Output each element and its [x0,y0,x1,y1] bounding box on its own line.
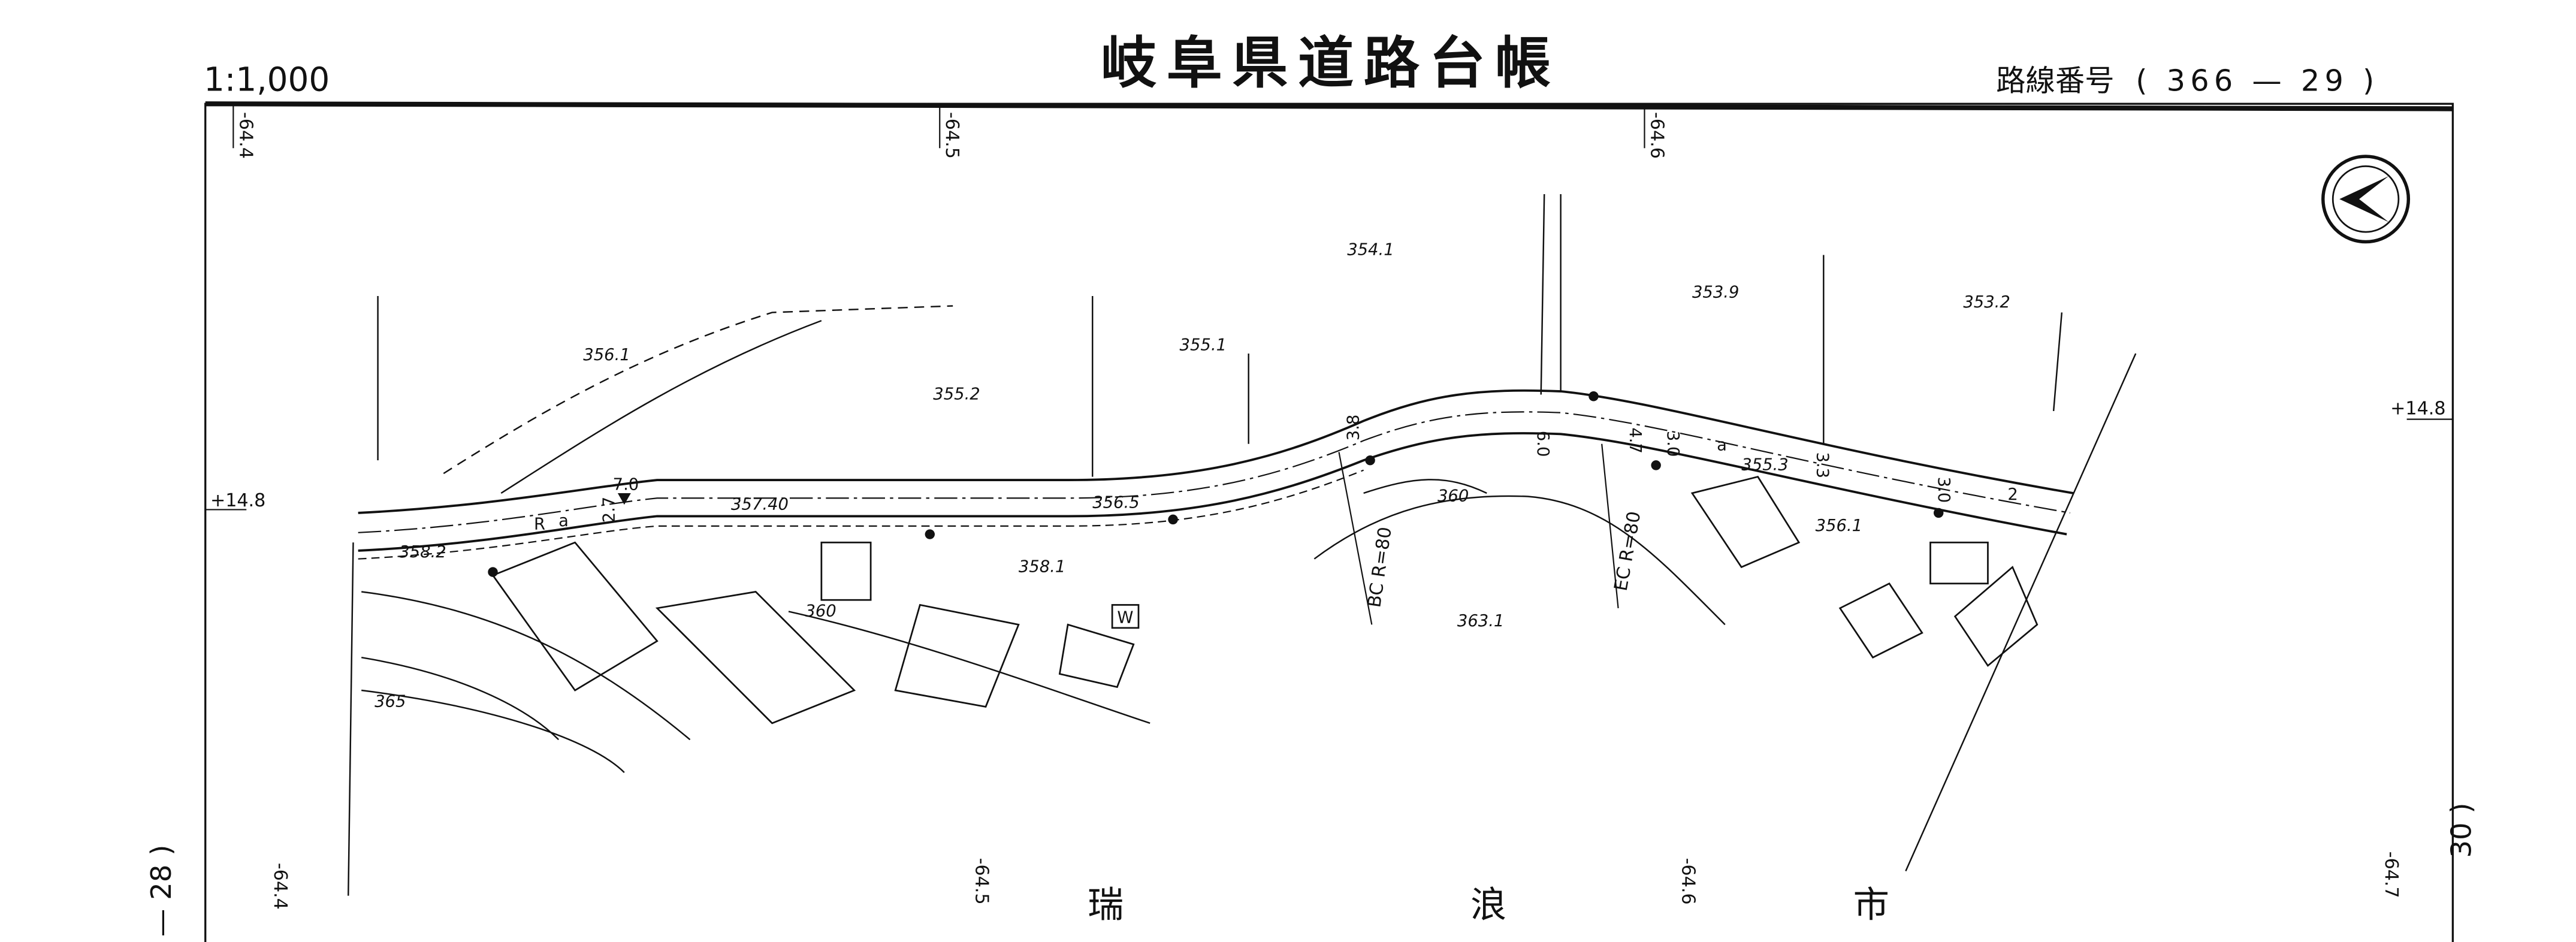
elevation: 358.2 [399,543,446,561]
road-width-labels: 7.0 2.7 3.8 6.0 4.7 3.0 3.3 3.0 2 R a a [534,415,2018,534]
grid-label-bottom-1: -64.4 [270,863,291,910]
road-width: 2 [2007,485,2018,504]
contour-label: 365 [375,692,406,711]
north-arrow-icon [2321,155,2411,244]
grid-label-top-2: -64.5 [941,112,962,159]
grid-ticks [205,104,2453,511]
grid-label-top-1: -64.4 [235,112,256,159]
road-width: 3.3 [1813,452,1831,478]
ec-marker-line [1601,443,1619,609]
road-mark: a [558,512,569,530]
elevation-labels: 354.1 353.9 353.2 355.1 356.1 355.2 357.… [375,240,2010,711]
elevation: 358.1 [1019,558,1065,576]
curve-bc-label: BC R=80 [1364,526,1396,609]
road-width: 2.7 [600,497,618,523]
elevation: 356.5 [1092,494,1139,512]
elevation: 354.1 [1347,240,1394,259]
elevation: 353.2 [1963,293,2010,312]
grid-label-bottom-4: -64.7 [2381,852,2402,898]
road-width: 3.0 [1663,431,1682,457]
road [358,389,2074,560]
scale-label: 1:1,000 [204,60,330,98]
elevation: 355.3 [1741,456,1788,475]
contour-label: 360 [805,602,836,621]
point-markers [488,391,1944,577]
frame-top-border [205,101,2453,111]
sheet-ref-right: 30 ) [2445,802,2478,858]
route-label: 路線番号 [1996,63,2114,98]
terrain-lines [348,194,2137,896]
elevation: 355.2 [933,385,980,404]
municipality-char: 瑞 [1088,884,1124,926]
municipality-char: 浪 [1470,884,1506,926]
grid-label-bottom-3: -64.6 [1678,858,1699,905]
bc-marker-line [1338,452,1373,625]
map-title: 岐阜県道路台帳 [1101,31,1561,96]
road-mark: R [534,515,545,533]
grid-label-top-3: -64.6 [1646,112,1667,159]
route-number: ( 366 — 29 ) [2136,63,2379,98]
elevation: 356.1 [583,346,630,364]
sheet-ref-left: — 28 ) [145,845,177,937]
water-symbol: W [1117,609,1133,627]
grid-label-bottom-2: -64.5 [971,858,992,905]
grid-label-right: +14.8 [2390,398,2445,419]
road-width: 4.7 [1626,427,1644,454]
road-width: 6.0 [1533,431,1552,457]
grid-label-left: +14.8 [210,490,265,511]
buildings [491,476,2039,724]
road-width: 3.8 [1344,415,1363,441]
elevation: 353.9 [1692,283,1739,302]
contour-label: 360 [1438,487,1469,506]
road-width: 3.0 [1934,477,1953,503]
elevation: 356.1 [1816,517,1862,535]
road-width: 7.0 [613,476,639,494]
elevation: 357.40 [731,495,789,514]
elevation: 355.1 [1180,336,1227,354]
water-facility-box [1111,604,1140,629]
elevation: 363.1 [1457,612,1504,630]
municipality-char: 市 [1853,884,1889,926]
road-mark: a [1717,436,1727,455]
